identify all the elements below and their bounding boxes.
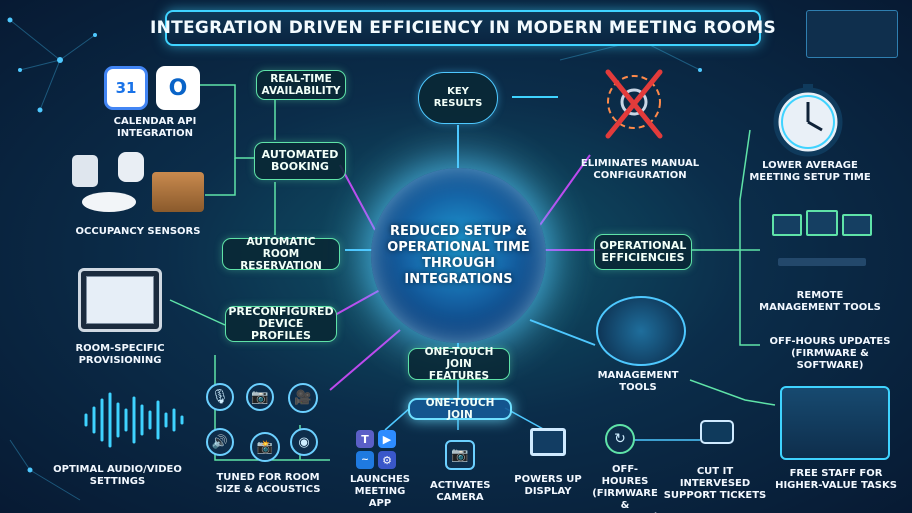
automated-booking-node: AUTOMATED BOOKING (254, 142, 346, 180)
desk-hand-icon (152, 172, 204, 212)
management-tools-illustration (596, 296, 686, 366)
page-title: INTEGRATION DRIVEN EFFICIENCY IN MODERN … (150, 10, 776, 46)
activate-camera-icon: 📷 (445, 440, 475, 470)
motion-sensor-icon (72, 155, 98, 187)
camera-icon: 📷 (246, 383, 274, 411)
conference-camera-icon: ◉ (290, 428, 318, 456)
hub-text: REDUCED SETUP & OPERATIONAL TIME THROUGH… (387, 223, 530, 287)
remote-monitor-left (772, 214, 802, 236)
video-camera-icon: 🎥 (288, 383, 318, 413)
one-touch-join-button[interactable]: ONE-TOUCH JOIN (408, 397, 512, 421)
staff-workstation-icon (780, 386, 890, 460)
floorplan-tablet-icon (78, 268, 162, 332)
one-touch-join-features-node: ONE-TOUCH JOIN FEATURES (408, 346, 510, 382)
remote-monitor-right (842, 214, 872, 236)
off-hours-updates-label: OFF-HOURS UPDATES (FIRMWARE & SOFTWARE) (769, 336, 891, 371)
calendar-api-label: CALENDAR API INTEGRATION (113, 116, 197, 139)
remote-desk (778, 258, 866, 266)
key-results-node: KEY RESULTS (418, 72, 498, 124)
outlook-letter: O (168, 75, 188, 101)
launches-meeting-app-label: LAUNCHES MEETING APP (349, 474, 411, 509)
remote-monitor-center (806, 210, 838, 236)
webcam-icon: 📸 (250, 432, 280, 462)
management-tools-label: MANAGEMENT TOOLS (597, 370, 679, 393)
microphone-icon: 🎙 (206, 383, 234, 411)
teams-icon: T (356, 430, 374, 448)
google-calendar-icon: 31 (104, 66, 148, 110)
outlook-icon: O (156, 66, 200, 110)
preconfigured-device-profiles-node: PRECONFIGURED DEVICE PROFILES (225, 306, 337, 342)
support-chat-icon (700, 420, 734, 444)
remote-management-workstation-icon (772, 210, 872, 280)
bar-chart-thumbnail (512, 68, 558, 98)
audio-waveform-icon (84, 392, 184, 448)
zoom-icon: ▶ (378, 430, 396, 448)
activates-camera-label: ACTIVATES CAMERA (430, 480, 491, 503)
off-houres-small-label: OFF-HOURES (FIRMWARE & SOFTWARE) (592, 464, 659, 513)
tuned-for-room-label: TUNED FOR ROOM SIZE & ACOUSTICS (215, 472, 321, 495)
display-monitor-icon (530, 428, 566, 456)
settings-app-icon: ⚙ (378, 451, 396, 469)
floorplan-screen (86, 276, 154, 324)
central-hub: REDUCED SETUP & OPERATIONAL TIME THROUGH… (371, 168, 546, 343)
remote-management-tools-label: REMOTE MANAGEMENT TOOLS (759, 290, 881, 313)
stopwatch-icon (773, 84, 843, 157)
optimal-audio-video-label: OPTIMAL AUDIO/VIDEO SETTINGS (53, 464, 182, 487)
powers-up-display-label: POWERS UP DISPLAY (514, 474, 582, 497)
lower-average-setup-time-label: LOWER AVERAGE MEETING SETUP TIME (749, 160, 871, 183)
webex-icon: ~ (356, 451, 374, 469)
ceiling-sensor-icon (82, 192, 136, 212)
eliminates-manual-configuration-label: ELIMINATES MANUAL CONFIGURATION (580, 158, 700, 181)
occupancy-sensors-label: OCCUPANCY SENSORS (75, 226, 201, 237)
dashboard-thumbnail (806, 10, 898, 58)
cut-support-tickets-label: CUT IT INTERVESED SUPPORT TICKETS (663, 466, 767, 501)
camera-sensor-icon (118, 152, 144, 182)
operational-efficiencies-node: OPERATIONAL EFFICIENCIES (594, 234, 692, 270)
calendar-day-number: 31 (115, 79, 137, 97)
real-time-availability-node: REAL-TIME AVAILABILITY (256, 70, 346, 100)
free-staff-label: FREE STAFF FOR HIGHER-VALUE TASKS (775, 468, 897, 491)
automatic-room-reservation-node: AUTOMATIC ROOM RESERVATION (222, 236, 340, 272)
speaker-icon: 🔊 (206, 428, 234, 456)
crossed-out-gear-icon (605, 69, 663, 139)
clock-refresh-icon: ↻ (605, 424, 635, 454)
room-specific-provisioning-label: ROOM-SPECIFIC PROVISIONING (75, 343, 165, 366)
